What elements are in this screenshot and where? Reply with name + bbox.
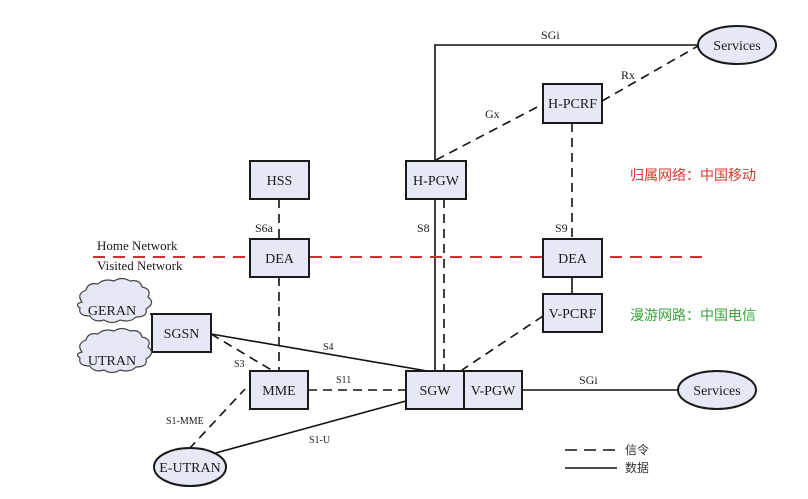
edge-s4 <box>210 333 434 373</box>
node-sgsn: SGSN <box>151 313 212 353</box>
node-hss: HSS <box>249 160 310 200</box>
edge-s3 <box>210 333 274 372</box>
visited-network-label: Visited Network <box>97 258 183 273</box>
edge-rx <box>601 45 699 102</box>
edge-label-s6a: S6a <box>255 221 274 235</box>
node-hss-label: HSS <box>267 174 293 189</box>
legend-data-label: 数据 <box>625 460 649 475</box>
edge-label-sgi-bottom: SGi <box>579 373 598 387</box>
node-h-pcrf: H-PCRF <box>542 83 603 124</box>
edge-label-s1-mme: S1-MME <box>166 416 204 427</box>
node-h-pgw: H-PGW <box>405 160 467 200</box>
edge-label-s8: S8 <box>417 221 430 235</box>
home-operator-annotation: 归属网络：中国移动 <box>630 167 756 184</box>
node-utran-label: UTRAN <box>88 354 136 369</box>
node-services-bottom: Services <box>677 370 757 410</box>
edge-label-gx: Gx <box>485 107 500 121</box>
node-dea-visited-side: DEA <box>542 238 603 278</box>
home-network-label: Home Network <box>97 238 178 253</box>
edge-label-s1-u: S1-U <box>309 435 331 446</box>
edge-label-s4: S4 <box>323 342 334 353</box>
edge-gx <box>435 103 544 161</box>
edge-label-s9: S9 <box>555 221 568 235</box>
legend-signaling-label: 信令 <box>625 442 649 457</box>
node-services-bottom-label: Services <box>693 384 740 399</box>
node-v-pcrf: V-PCRF <box>542 293 603 333</box>
node-v-pcrf-label: V-PCRF <box>549 307 597 322</box>
node-geran-cloud: GERAN <box>76 277 153 324</box>
node-dea-right-label: DEA <box>558 252 588 267</box>
visited-operator-annotation: 漫游网路：中国电信 <box>630 308 756 324</box>
node-mme: MME <box>249 370 309 410</box>
edge-label-rx: Rx <box>621 68 635 82</box>
node-v-pgw-label: V-PGW <box>471 384 516 399</box>
node-services-top: Services <box>697 25 777 65</box>
node-h-pcrf-label: H-PCRF <box>548 97 597 112</box>
edge-s1-mme <box>188 388 246 450</box>
node-sgw: SGW <box>405 370 465 410</box>
edge-label-s3: S3 <box>234 359 245 370</box>
node-e-utran-label: E-UTRAN <box>159 461 220 476</box>
edge-label-sgi-top: SGi <box>541 28 560 42</box>
node-mme-label: MME <box>262 384 295 399</box>
node-services-top-label: Services <box>713 39 760 54</box>
node-geran-label: GERAN <box>88 304 136 319</box>
node-sgw-label: SGW <box>419 384 451 399</box>
node-utran-cloud: UTRAN <box>76 327 153 374</box>
node-h-pgw-label: H-PGW <box>413 174 460 189</box>
node-sgsn-label: SGSN <box>164 327 200 342</box>
node-e-utran: E-UTRAN <box>153 447 227 487</box>
edge-sgi-top <box>434 44 697 163</box>
node-dea-home-side: DEA <box>249 238 310 278</box>
edge-s1-u <box>211 400 407 455</box>
node-dea-left-label: DEA <box>265 252 295 267</box>
edge-vpcrf-vpgw <box>461 315 544 371</box>
legend: 信令 数据 <box>565 442 649 475</box>
node-v-pgw: V-PGW <box>463 370 523 410</box>
edge-label-s11: S11 <box>336 375 351 386</box>
